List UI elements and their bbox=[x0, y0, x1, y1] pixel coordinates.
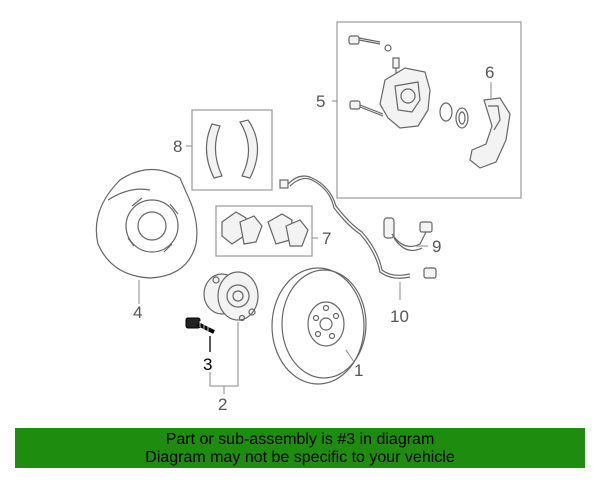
brake-shoe-left bbox=[205, 123, 223, 179]
callout-4: 4 bbox=[133, 303, 142, 322]
hub-bearing bbox=[203, 271, 259, 322]
callout-1: 1 bbox=[354, 361, 363, 380]
callout-2: 2 bbox=[218, 395, 227, 414]
callout-3: 3 bbox=[203, 355, 212, 374]
caliper-assembly-box bbox=[336, 21, 522, 199]
brake-rotor bbox=[271, 267, 367, 385]
hub-bolt bbox=[185, 317, 215, 334]
brake-shoe-right bbox=[239, 119, 259, 179]
piston-seal bbox=[439, 102, 453, 122]
info-banner: Part or sub-assembly is #3 in diagram Di… bbox=[15, 428, 585, 468]
dust-boot bbox=[455, 107, 469, 129]
brake-shoe-box bbox=[191, 109, 273, 191]
brake-pad-box bbox=[215, 205, 313, 257]
caliper-bracket bbox=[469, 97, 511, 169]
abs-sensor bbox=[383, 217, 433, 251]
callout-9: 9 bbox=[432, 237, 441, 256]
caliper-bolt-bottom bbox=[349, 100, 384, 117]
abs-sensor-harness bbox=[279, 175, 437, 279]
banner-line-1: Part or sub-assembly is #3 in diagram bbox=[165, 431, 435, 448]
callout-6: 6 bbox=[485, 63, 494, 82]
backing-plate bbox=[95, 168, 198, 279]
caliper-body bbox=[379, 67, 431, 129]
callout-10: 10 bbox=[390, 307, 409, 326]
banner-line-2: Diagram may not be specific to your vehi… bbox=[145, 449, 455, 466]
callout-5: 5 bbox=[316, 92, 325, 111]
callout-7: 7 bbox=[322, 229, 331, 248]
parts-diagram: 6 5 8 4 7 10 9 bbox=[95, 21, 522, 414]
callout-8: 8 bbox=[173, 137, 182, 156]
caliper-bolt-top bbox=[348, 35, 392, 52]
